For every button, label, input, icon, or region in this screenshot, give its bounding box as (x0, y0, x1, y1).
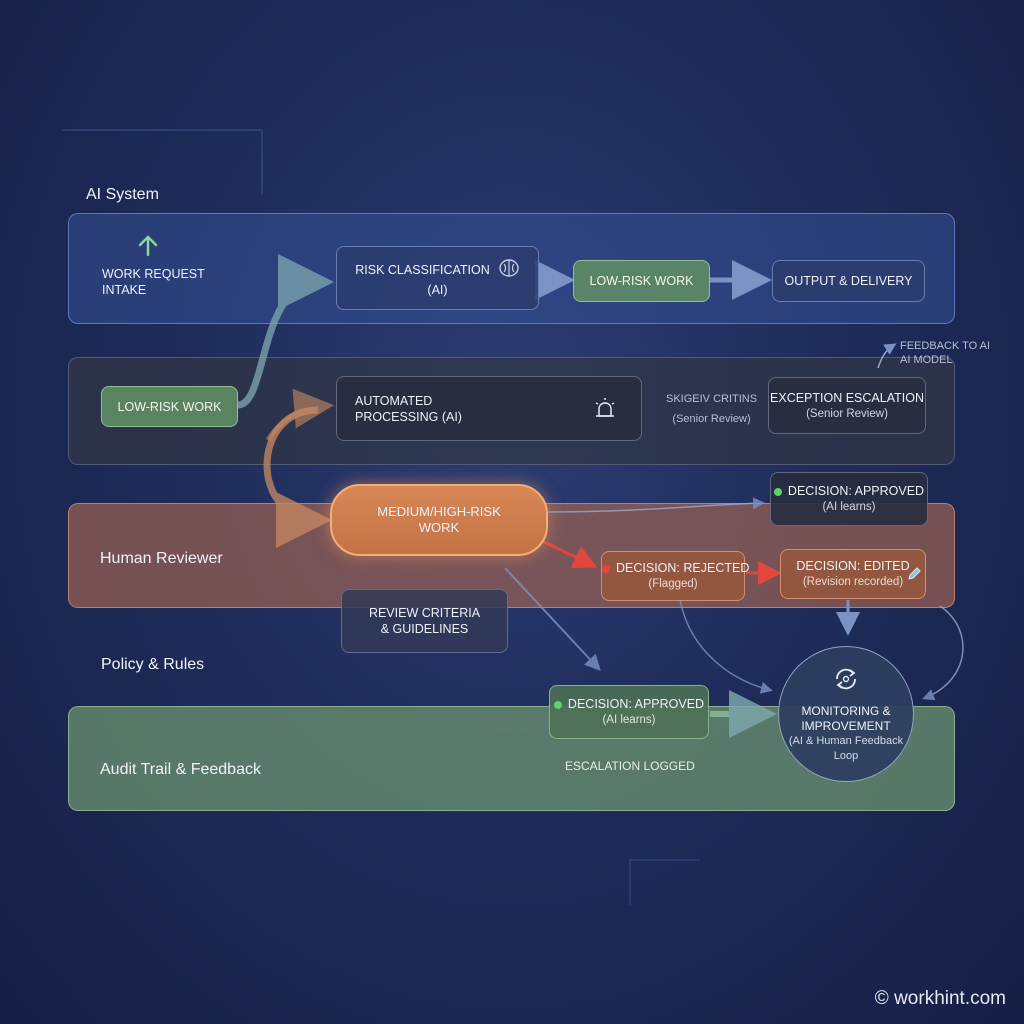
exception-line1: EXCEPTION ESCALATION (770, 390, 924, 405)
monitoring-line1: MONITORING & (801, 703, 891, 718)
medium-high-risk-node[interactable]: MEDIUM/HIGH-RISK WORK (330, 484, 548, 556)
intake-line2: INTAKE (102, 283, 147, 297)
criteria-line1: REVIEW CRITERIA (368, 606, 481, 620)
low-risk-work-top[interactable]: LOW-RISK WORK (573, 260, 710, 302)
low-risk-left-label: LOW-RISK WORK (117, 399, 222, 414)
work-request-intake: WORK REQUEST INTAKE (102, 266, 205, 298)
low-risk-work-left[interactable]: LOW-RISK WORK (101, 386, 238, 427)
decision-edited[interactable]: DECISION: EDITED (Revision recorded) (780, 549, 926, 599)
approved-bottom-line2: (AI learns) (602, 714, 656, 726)
skiedv-line2: (Senior Review) (672, 413, 751, 425)
monitoring-line3: (AI & Human Feedback (788, 734, 904, 747)
exception-escalation-node[interactable]: EXCEPTION ESCALATION (Senior Review) (768, 377, 926, 434)
risk-line1: RISK CLASSIFICATION (355, 263, 490, 277)
medium-line1: MEDIUM/HIGH-RISK (377, 504, 501, 519)
up-arrow-icon (135, 234, 161, 263)
feedback-line1: FEEDBACK TO AI (900, 340, 991, 352)
alarm-icon (592, 396, 618, 425)
low-risk-top-label: LOW-RISK WORK (589, 274, 694, 288)
edited-line1: DECISION: EDITED (796, 559, 910, 573)
criteria-line2: & GUIDELINES (380, 622, 469, 636)
risk-line2: (AI) (427, 283, 448, 297)
automated-processing-node[interactable]: AUTOMATED PROCESSING (AI) (336, 376, 642, 441)
auto-line1: AUTOMATED (355, 393, 433, 408)
lane-label-policy-rules: Policy & Rules (101, 656, 205, 673)
approved-top-line2: (AI learns) (822, 501, 876, 513)
review-criteria-node[interactable]: REVIEW CRITERIA & GUIDELINES (341, 589, 508, 653)
intake-line1: WORK REQUEST (102, 267, 205, 281)
monitoring-improvement-node[interactable]: MONITORING & IMPROVEMENT (AI & Human Fee… (778, 646, 914, 782)
output-delivery-node[interactable]: OUTPUT & DELIVERY (772, 260, 925, 302)
feedback-line2: AI MODEL (900, 354, 953, 366)
rejected-status-dot (602, 564, 610, 573)
exception-line2: (Senior Review) (806, 407, 888, 420)
lane-label-audit-trail: Audit Trail & Feedback (100, 761, 261, 778)
escalation-logged-label: ESCALATION LOGGED (565, 759, 695, 773)
output-label: OUTPUT & DELIVERY (784, 274, 913, 288)
monitoring-line2: IMPROVEMENT (801, 718, 891, 733)
brain-icon (498, 258, 520, 282)
edited-line2: (Revision recorded) (802, 576, 904, 588)
copyright-text: © workhint.com (874, 988, 1006, 1009)
feedback-to-ai-label: FEEDBACK TO AI AI MODEL (900, 339, 990, 367)
approved-status-dot (773, 487, 782, 496)
skiedv-criteria-label: SKIGEIV CRITINS (Senior Review) (666, 389, 757, 429)
skiedv-line1: SKIGEIV CRITINS (666, 393, 758, 405)
monitoring-line4: Loop (833, 749, 859, 762)
refresh-cycle-icon (831, 665, 861, 698)
rejected-line1: DECISION: REJECTED (616, 561, 750, 575)
approved-top-line1: DECISION: APPROVED (787, 484, 925, 498)
lane-label-human-reviewer: Human Reviewer (100, 550, 223, 567)
medium-line2: WORK (418, 520, 460, 535)
risk-classification-node[interactable]: RISK CLASSIFICATION (AI) (336, 246, 539, 310)
rejected-line2: (Flagged) (648, 578, 698, 590)
approved-bottom-line1: DECISION: APPROVED (567, 697, 705, 711)
approved-bottom-status-dot (553, 700, 562, 709)
decision-rejected[interactable]: DECISION: REJECTED (Flagged) (601, 551, 749, 601)
decision-approved-bottom[interactable]: DECISION: APPROVED (AI learns) (549, 685, 709, 739)
pencil-icon (906, 566, 922, 587)
lane-label-ai-system: AI System (86, 186, 159, 203)
auto-line2: PROCESSING (AI) (355, 409, 462, 424)
decision-approved-top[interactable]: DECISION: APPROVED (AI learns) (770, 472, 928, 526)
